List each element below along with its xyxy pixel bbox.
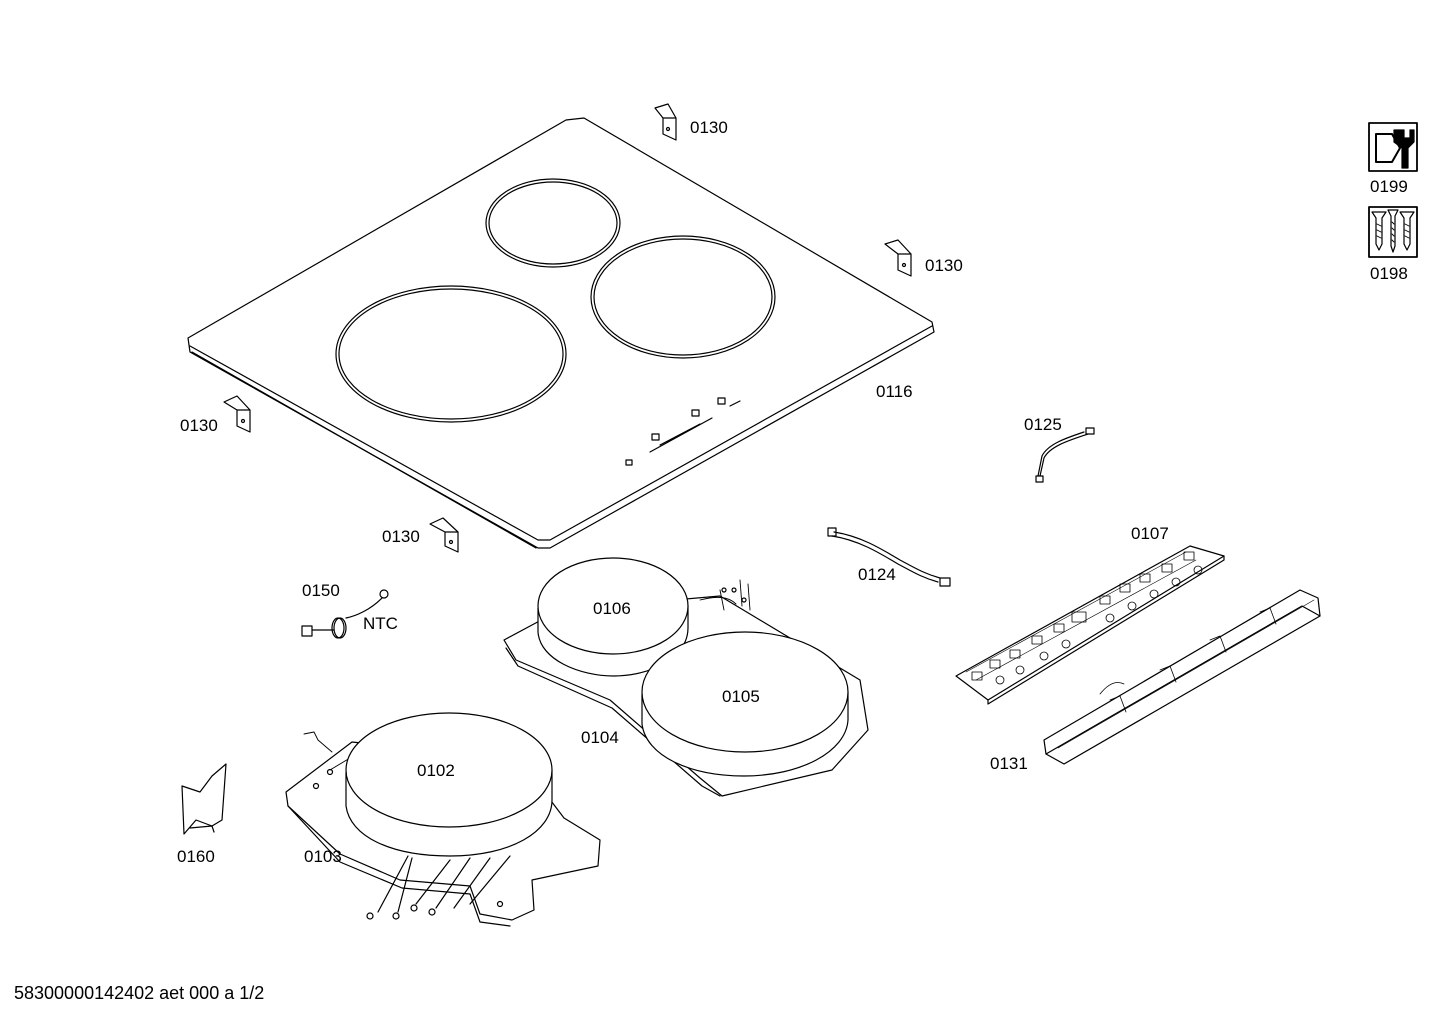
label-part-0130-left: 0130: [180, 416, 218, 435]
coil-0102: [345, 712, 553, 857]
label-part-0105: 0105: [722, 687, 760, 706]
label-part-0131: 0131: [990, 754, 1028, 773]
bracket-0130-right: [884, 239, 912, 277]
label-part-0130-top: 0130: [690, 118, 728, 137]
control-board-0107: [955, 545, 1225, 705]
label-part-0199: 0199: [1370, 177, 1408, 196]
label-part-0104: 0104: [581, 728, 619, 747]
label-part-0198: 0198: [1370, 264, 1408, 283]
bracket-0130-top: [654, 103, 677, 141]
label-part-0124: 0124: [858, 565, 896, 584]
label-part-0130-right: 0130: [925, 256, 963, 275]
bracket-0130-left: [223, 395, 251, 433]
label-part-0160: 0160: [177, 847, 215, 866]
board-holder-0131: [1043, 589, 1321, 765]
label-ntc: NTC: [363, 614, 398, 633]
coil-0106: [537, 557, 689, 677]
coil-0102-leads: [366, 855, 511, 920]
bracket-0130-bottom: [429, 517, 459, 553]
coil-0105: [641, 631, 849, 777]
screws-icon: [1368, 206, 1418, 258]
label-part-0106: 0106: [593, 599, 631, 618]
cable-0124: [827, 527, 951, 587]
label-part-0125: 0125: [1024, 415, 1062, 434]
label-part-0103: 0103: [304, 847, 342, 866]
drawing-number: 58300000142402 aet 000 a 1/2: [14, 983, 265, 1003]
label-part-0107: 0107: [1131, 524, 1169, 543]
label-part-0102: 0102: [417, 761, 455, 780]
label-part-0116: 0116: [876, 382, 913, 401]
label-part-0150: 0150: [302, 581, 340, 600]
wrench-nut-icon: [1368, 122, 1418, 172]
shield-0160: [181, 763, 227, 835]
cable-0125: [1035, 427, 1095, 483]
cooktop-glass-0116: [187, 117, 935, 549]
ntc-sensor-0150: [301, 589, 389, 639]
label-part-0130-bottom: 0130: [382, 527, 420, 546]
